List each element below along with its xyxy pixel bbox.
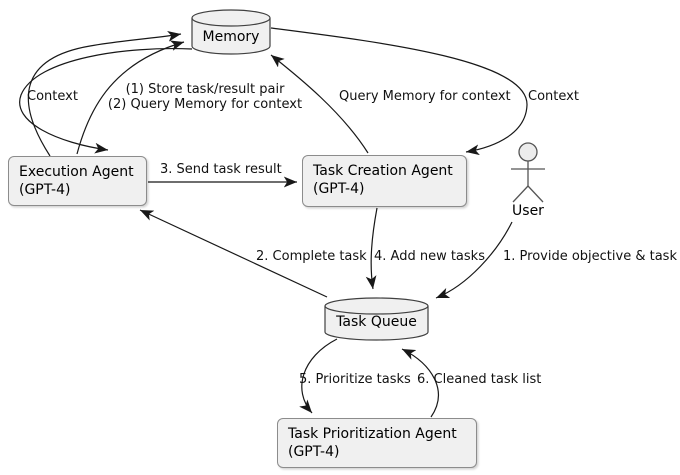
memory-cylinder bbox=[191, 9, 271, 55]
user-label: User bbox=[512, 203, 544, 219]
edge-label-cleaned-task-list: 6. Cleaned task list bbox=[417, 372, 542, 387]
edge-provide-objective-arrow bbox=[435, 221, 513, 299]
task-queue-cylinder bbox=[324, 297, 429, 341]
execution-agent-node: Execution Agent (GPT-4) bbox=[8, 156, 147, 206]
task-creation-agent-label: Task Creation Agent bbox=[313, 163, 453, 179]
edge-complete-task-arrow bbox=[139, 209, 328, 298]
edge-label-query-memory-left: (2) Query Memory for context bbox=[107, 97, 303, 112]
edge-label-query-memory-right: Query Memory for context bbox=[339, 89, 511, 104]
edge-query-memory-right-arrow bbox=[270, 54, 369, 154]
edge-label-context-right: Context bbox=[528, 89, 579, 104]
edge-label-provide-objective: 1. Provide objective & task bbox=[503, 249, 677, 264]
task-creation-agent-node: Task Creation Agent (GPT-4) bbox=[302, 155, 467, 207]
edge-query-memory-left-arrow bbox=[76, 40, 185, 155]
task-prioritization-agent-sublabel: (GPT-4) bbox=[288, 444, 340, 460]
edge-store-task-result-arrow bbox=[27, 30, 182, 157]
task-prioritization-agent-node: Task Prioritization Agent (GPT-4) bbox=[277, 418, 477, 468]
task-creation-agent-sublabel: (GPT-4) bbox=[313, 181, 365, 197]
edge-add-new-tasks-arrow bbox=[365, 207, 378, 290]
execution-agent-label: Execution Agent bbox=[19, 164, 134, 180]
edge-prioritize-tasks-arrow bbox=[299, 338, 338, 414]
edge-context-right-arrow bbox=[270, 27, 528, 156]
edge-label-send-task-result: 3. Send task result bbox=[160, 162, 282, 177]
edge-label-complete-task: 2. Complete task bbox=[256, 249, 367, 264]
user-actor-icon bbox=[511, 142, 545, 203]
execution-agent-sublabel: (GPT-4) bbox=[19, 182, 71, 198]
edge-label-context-left: Context bbox=[27, 89, 78, 104]
task-queue-label: Task Queue bbox=[336, 314, 417, 330]
edge-label-add-new-tasks: 4. Add new tasks bbox=[374, 249, 485, 264]
edge-label-store-query: (1) Store task/result pair (2) Query Mem… bbox=[104, 82, 306, 112]
edge-label-store-pair: (1) Store task/result pair bbox=[125, 82, 285, 97]
edge-label-prioritize-tasks: 5. Prioritize tasks bbox=[299, 372, 411, 387]
memory-label: Memory bbox=[202, 29, 260, 45]
edge-context-left-arrow bbox=[19, 48, 193, 154]
task-prioritization-agent-label: Task Prioritization Agent bbox=[288, 426, 457, 442]
edge-cleaned-task-list-arrow bbox=[401, 348, 439, 418]
